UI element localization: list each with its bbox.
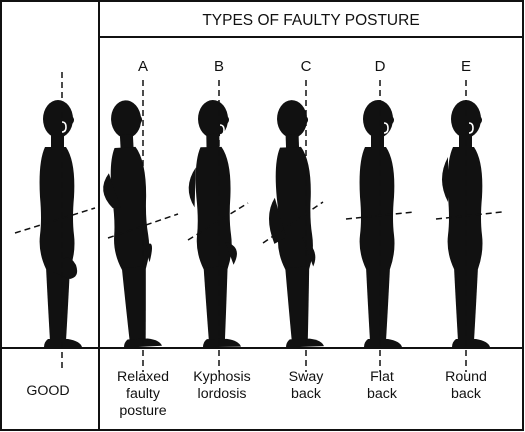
figure-a [103,80,179,372]
label-e: E [461,58,471,75]
figure-c [262,80,324,372]
caption-b-line1: Kyphosis [193,369,251,385]
caption-a-line2: faulty [126,386,161,402]
label-b: B [214,58,224,75]
caption-c-line1: Sway [289,369,325,385]
figure-good [14,72,96,372]
caption-e-line2: back [451,386,482,402]
caption-d-line1: Flat [370,369,394,385]
caption-good: GOOD [26,383,69,399]
label-d: D [375,58,386,75]
diagram-title: TYPES OF FAULTY POSTURE [202,12,419,29]
ear-marks [61,121,474,136]
label-c: C [301,58,312,75]
figure-d [345,80,415,372]
label-a: A [138,58,148,75]
caption-e-line1: Round [445,369,487,385]
caption-c-line2: back [291,386,322,402]
caption-a-line3: posture [119,403,166,419]
figure-e [435,80,503,372]
caption-a-line1: Relaxed [117,369,169,385]
caption-d-line2: back [367,386,398,402]
caption-b-line2: lordosis [198,386,247,402]
figure-b [187,80,249,372]
